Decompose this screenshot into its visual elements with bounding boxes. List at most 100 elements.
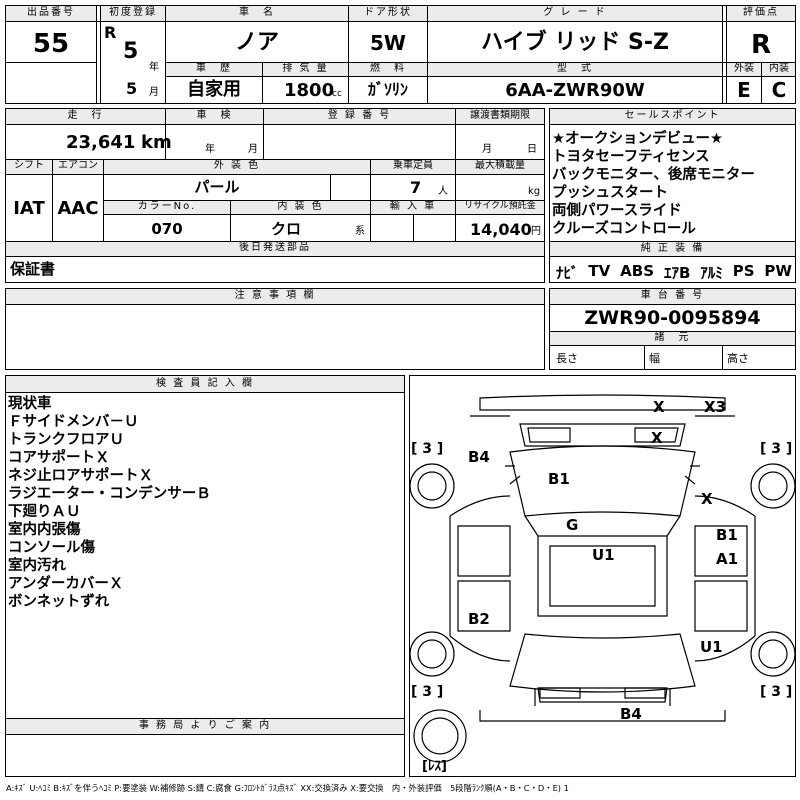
header-table — [5, 5, 796, 104]
equipment-label: 純 正 装 備 — [640, 243, 705, 254]
damage-mark-front-corner: X3 — [704, 398, 727, 416]
history-label: 車 歴 — [196, 63, 232, 74]
tire-pressure-front-right: [ 3 ] — [760, 441, 793, 457]
sales-point-item: クルーズコントロール — [552, 221, 696, 237]
mileage: 23,641 — [66, 132, 136, 153]
grade: ハイブ リッド S-Z — [481, 30, 669, 55]
recycle-unit: 円 — [531, 226, 541, 237]
inspector-line: 室内内張傷 — [8, 522, 81, 538]
max-load-label: 最大積載量 — [475, 160, 525, 171]
damage-diagram-box — [409, 375, 796, 777]
model-label: 型 式 — [557, 63, 593, 74]
inspector-line: ネジ止ロアサポートＸ — [8, 468, 153, 484]
inspector-line: トランクフロアＵ — [8, 432, 124, 448]
car-name: ノア — [234, 30, 279, 55]
damage-mark-right-door-2: A1 — [716, 550, 739, 568]
damage-mark-right-door-1: B1 — [716, 526, 738, 544]
later-parts: 保証書 — [10, 260, 56, 278]
transfer-label: 譲渡書類期限 — [470, 110, 530, 121]
tire-pressure-rear-left: [ 3 ] — [411, 684, 444, 700]
later-parts-label: 後日発送部品 — [239, 242, 311, 253]
vehicle-detail-table — [5, 108, 545, 283]
tire-pressure-front-left: [ 3 ] — [411, 441, 444, 457]
reg-era: R — [104, 23, 117, 42]
recycle-deposit: 14,040 — [470, 220, 532, 239]
damage-mark-center: U1 — [592, 546, 615, 564]
damage-mark-left-rear: B2 — [468, 610, 490, 628]
sales-points-box — [549, 108, 796, 283]
inspector-line: 下廻りＡＵ — [8, 504, 81, 520]
air-conditioner: AAC — [57, 198, 99, 219]
door-type: 5W — [370, 31, 406, 55]
inspector-label: 検 査 員 記 入 欄 — [156, 378, 254, 389]
shift-label: シフト — [14, 160, 44, 171]
int-color: クロ — [270, 220, 301, 238]
sales-point-item: プッシュスタート — [552, 185, 668, 201]
inspector-line: コアサポートＸ — [8, 450, 110, 466]
ext-color: パール — [194, 178, 240, 196]
history: 自家用 — [187, 79, 241, 100]
damage-mark-right-front: X — [701, 490, 713, 508]
reg-month: 5 — [126, 79, 138, 98]
equipment-item: ABS — [620, 262, 655, 280]
reg-year-unit: 年 — [149, 62, 159, 73]
sales-point-item: バックモニター、後席モニター — [552, 167, 755, 183]
interior-label: 内装 — [769, 63, 789, 74]
inspection-month-unit: 月 — [248, 144, 258, 155]
ac-label: エアコン — [58, 160, 98, 171]
capacity-label: 乗車定員 — [393, 160, 433, 171]
lot-number: 55 — [32, 29, 70, 59]
inspector-line: 現状車 — [8, 396, 52, 412]
exterior-label: 外装 — [734, 63, 754, 74]
damage-mark-front-top: X — [653, 398, 665, 416]
damage-mark-left-front: B4 — [468, 448, 490, 466]
fuel: ｶﾞｿﾘﾝ — [367, 80, 408, 99]
transfer-month-unit: 月 — [482, 144, 492, 155]
score-label: 評価点 — [743, 7, 779, 18]
mileage-unit: km — [141, 132, 172, 153]
int-color-label: 内 装 色 — [277, 201, 324, 212]
sales-points-label: セールスポイント — [624, 110, 721, 121]
width-label: 幅 — [649, 352, 660, 365]
door-label: ドア形状 — [364, 7, 412, 18]
displacement-unit: cc — [332, 89, 342, 99]
equipment-item: ｱﾙﾐ — [700, 264, 723, 282]
equipment-item: PS — [732, 262, 755, 280]
inspector-line: Ｆサイドメンバ－Ｕ — [8, 414, 139, 430]
max-load-unit: kg — [528, 186, 541, 197]
reg-number-label: 登 録 番 号 — [327, 110, 392, 121]
model: 6AA-ZWR90W — [505, 80, 645, 101]
length-label: 長さ — [556, 352, 578, 365]
equipment-item: TV — [588, 262, 611, 280]
damage-mark-front-second: X — [651, 429, 663, 447]
chassis-number: ZWR90-0095894 — [584, 307, 761, 329]
chassis-label: 車 台 番 号 — [640, 290, 705, 301]
equipment-item: ﾅﾋﾞ — [556, 264, 579, 282]
exterior-grade: E — [737, 78, 751, 102]
car-diagram — [410, 394, 795, 763]
sales-points-list: ★オークションデビュー★ トヨタセーフティセンス バックモニター、後席モニター … — [552, 130, 755, 238]
tire-pressure-rear-right: [ 3 ] — [760, 684, 793, 700]
shift: IAT — [13, 198, 45, 219]
capacity: 7 — [410, 178, 422, 197]
displacement-label: 排 気 量 — [282, 63, 329, 74]
grade-label: グ レ ー ド — [543, 7, 607, 18]
inspector-line: アンダーカバーＸ — [8, 576, 124, 592]
reg-year: 5 — [123, 39, 139, 64]
inspector-notes: 現状車 Ｆサイドメンバ－Ｕ トランクフロアＵ コアサポートＸ ネジ止ロアサポート… — [8, 395, 211, 611]
color-number: 070 — [151, 220, 183, 238]
inspector-line: ラジエーター・コンデンサーＢ — [8, 486, 211, 502]
sales-point-item: 両側パワースライド — [552, 203, 682, 219]
int-color-unit: 系 — [355, 226, 365, 237]
spare-tire-label: [ﾚｽ] — [422, 759, 447, 774]
import-label: 輸 入 車 — [389, 201, 437, 212]
equipment-item: PW — [764, 262, 792, 280]
equipment-list: ﾅﾋﾞ TV ABS ｴｱB ｱﾙﾐ PS PW — [556, 262, 792, 283]
chassis-box — [549, 288, 796, 370]
legend: A:ｷｽﾞ U:ﾍｺﾐ B:ｷｽﾞを伴うﾍｺﾐ P:要塗装 W:補修跡 S:錆 … — [6, 783, 569, 793]
mileage-label: 走 行 — [67, 110, 104, 121]
sales-point-item: トヨタセーフティセンス — [552, 149, 710, 165]
capacity-unit: 人 — [438, 186, 448, 197]
notes-label: 注 意 事 項 欄 — [234, 290, 316, 301]
lot-label: 出品番号 — [27, 7, 75, 18]
